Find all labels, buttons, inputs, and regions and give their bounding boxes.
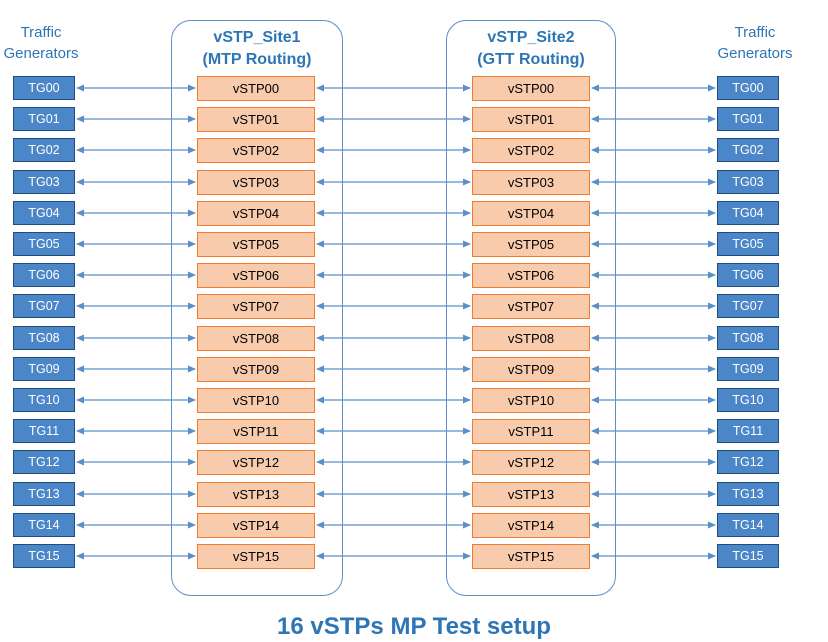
left-traffic-generator: TG14: [13, 513, 75, 537]
right-traffic-generator: TG15: [717, 544, 779, 568]
site2-vstp-node: vSTP03: [472, 170, 590, 195]
site1-vstp-node: vSTP13: [197, 482, 315, 507]
right-traffic-generator: TG06: [717, 263, 779, 287]
site1-vstp-node: vSTP09: [197, 357, 315, 382]
left-traffic-generator: TG07: [13, 294, 75, 318]
right-traffic-generator: TG00: [717, 76, 779, 100]
site1-vstp-node: vSTP12: [197, 450, 315, 475]
site1-vstp-node: vSTP01: [197, 107, 315, 132]
site1-vstp-node: vSTP05: [197, 232, 315, 257]
right-traffic-generator: TG14: [717, 513, 779, 537]
site1-vstp-node: vSTP06: [197, 263, 315, 288]
right-label-line2: Generators: [717, 45, 793, 62]
site1-vstp-node: vSTP11: [197, 419, 315, 444]
left-traffic-generator: TG01: [13, 107, 75, 131]
site2-name: vSTP_Site2: [487, 29, 575, 46]
right-traffic-generator: TG13: [717, 482, 779, 506]
right-traffic-generator: TG09: [717, 357, 779, 381]
right-traffic-generator: TG01: [717, 107, 779, 131]
site2-vstp-node: vSTP07: [472, 294, 590, 319]
site2-title: vSTP_Site2 (GTT Routing): [446, 27, 616, 71]
site1-vstp-node: vSTP15: [197, 544, 315, 569]
site1-vstp-node: vSTP14: [197, 513, 315, 538]
site2-vstp-node: vSTP05: [472, 232, 590, 257]
site2-vstp-node: vSTP00: [472, 76, 590, 101]
left-traffic-generator: TG08: [13, 326, 75, 350]
site2-vstp-node: vSTP14: [472, 513, 590, 538]
site2-vstp-node: vSTP02: [472, 138, 590, 163]
right-generators-label: Traffic Generators: [710, 22, 800, 64]
left-traffic-generator: TG05: [13, 232, 75, 256]
site2-vstp-node: vSTP15: [472, 544, 590, 569]
site2-container: [446, 20, 616, 596]
site1-container: [171, 20, 343, 596]
site2-vstp-node: vSTP06: [472, 263, 590, 288]
site1-vstp-node: vSTP07: [197, 294, 315, 319]
right-traffic-generator: TG05: [717, 232, 779, 256]
site2-vstp-node: vSTP13: [472, 482, 590, 507]
site2-routing: (GTT Routing): [477, 51, 585, 68]
left-traffic-generator: TG11: [13, 419, 75, 443]
left-label-line1: Traffic: [20, 24, 62, 41]
site1-vstp-node: vSTP04: [197, 201, 315, 226]
left-traffic-generator: TG04: [13, 201, 75, 225]
left-traffic-generator: TG13: [13, 482, 75, 506]
left-generators-label: Traffic Generators: [0, 22, 82, 64]
right-traffic-generator: TG07: [717, 294, 779, 318]
left-traffic-generator: TG00: [13, 76, 75, 100]
left-traffic-generator: TG06: [13, 263, 75, 287]
left-traffic-generator: TG03: [13, 170, 75, 194]
site1-title: vSTP_Site1 (MTP Routing): [171, 27, 343, 71]
site1-routing: (MTP Routing): [202, 51, 312, 68]
site2-vstp-node: vSTP01: [472, 107, 590, 132]
right-traffic-generator: TG12: [717, 450, 779, 474]
site2-vstp-node: vSTP12: [472, 450, 590, 475]
right-traffic-generator: TG11: [717, 419, 779, 443]
site2-vstp-node: vSTP04: [472, 201, 590, 226]
left-traffic-generator: TG10: [13, 388, 75, 412]
left-label-line2: Generators: [3, 45, 79, 62]
left-traffic-generator: TG12: [13, 450, 75, 474]
right-label-line1: Traffic: [734, 24, 776, 41]
site1-vstp-node: vSTP10: [197, 388, 315, 413]
left-traffic-generator: TG02: [13, 138, 75, 162]
diagram-caption: 16 vSTPs MP Test setup: [277, 613, 551, 640]
site1-vstp-node: vSTP02: [197, 138, 315, 163]
right-traffic-generator: TG04: [717, 201, 779, 225]
site2-vstp-node: vSTP09: [472, 357, 590, 382]
site2-vstp-node: vSTP08: [472, 326, 590, 351]
site1-vstp-node: vSTP08: [197, 326, 315, 351]
site1-vstp-node: vSTP03: [197, 170, 315, 195]
right-traffic-generator: TG03: [717, 170, 779, 194]
left-traffic-generator: TG15: [13, 544, 75, 568]
right-traffic-generator: TG02: [717, 138, 779, 162]
left-traffic-generator: TG09: [13, 357, 75, 381]
site1-vstp-node: vSTP00: [197, 76, 315, 101]
right-traffic-generator: TG10: [717, 388, 779, 412]
site1-name: vSTP_Site1: [213, 29, 301, 46]
site2-vstp-node: vSTP11: [472, 419, 590, 444]
right-traffic-generator: TG08: [717, 326, 779, 350]
site2-vstp-node: vSTP10: [472, 388, 590, 413]
